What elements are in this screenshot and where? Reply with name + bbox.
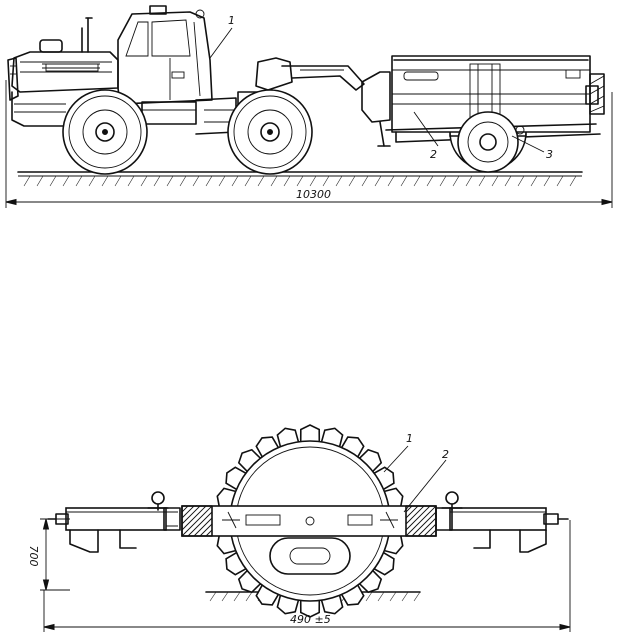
- height-dimension-label: 700: [27, 546, 40, 567]
- ground-hatch-stroke: [23, 175, 31, 187]
- side-arm-left: [47, 491, 181, 553]
- ground-hatch-stroke: [413, 175, 421, 187]
- ground-hatch-stroke: [556, 175, 564, 187]
- ground-hatch-stroke: [49, 175, 57, 187]
- width-dimension: [43, 520, 571, 632]
- frame-beam: [181, 505, 437, 537]
- ground-hatch-stroke: [245, 591, 253, 602]
- ground-hatch-stroke: [361, 175, 369, 187]
- ground-hatch-stroke: [426, 175, 434, 187]
- hatch-stroke: [205, 529, 213, 537]
- hatch-stroke: [405, 505, 437, 537]
- ground-hatch-stroke: [348, 175, 356, 187]
- ground-hatch-stroke: [153, 175, 161, 187]
- overall-length-dimension: [5, 80, 613, 208]
- callout-label-1: 1: [228, 14, 235, 27]
- ground-hatch-stroke: [244, 175, 252, 187]
- hatch-stroke: [187, 511, 213, 537]
- hatch-stroke: [199, 523, 213, 537]
- hatch-stroke: [423, 523, 437, 537]
- tractor-rear-wheel: [227, 89, 313, 175]
- hatch-stroke: [181, 505, 201, 525]
- ground-hatch-stroke: [62, 175, 70, 187]
- ground-hatch-stroke: [221, 591, 229, 602]
- callout-leaders-bottom: [383, 445, 447, 513]
- height-dimension: [40, 518, 70, 591]
- ground-hatch-stroke: [439, 175, 447, 187]
- ground-hatch-stroke: [517, 175, 525, 187]
- hatch-stroke: [181, 505, 207, 531]
- ground-hatch-stroke: [389, 591, 397, 602]
- hatch-stroke: [193, 517, 213, 537]
- ground-hatch-stroke: [387, 175, 395, 187]
- hatch-stroke: [405, 505, 413, 513]
- ground-hatch-stroke: [335, 175, 343, 187]
- tractor: [7, 5, 365, 135]
- hatch-stroke: [405, 505, 431, 531]
- ground-hatch-stroke: [88, 175, 96, 187]
- ground-hatch-stroke: [233, 591, 241, 602]
- ground-hatch-stroke: [127, 175, 135, 187]
- ground-hatch-stroke: [218, 175, 226, 187]
- ground-hatch-stroke: [257, 175, 265, 187]
- tractor-trailer-side-view: 1 2 3 10300: [5, 5, 613, 208]
- ground-hatch-stroke: [296, 175, 304, 187]
- hatch-stroke: [405, 505, 419, 519]
- ground-hatch-stroke: [192, 175, 200, 187]
- ground-hatch-stroke: [569, 175, 577, 187]
- ground-hatch-stroke: [374, 175, 382, 187]
- hatch-stroke: [181, 505, 195, 519]
- ground-hatch-stroke: [401, 591, 409, 602]
- hatch-stroke: [181, 505, 213, 537]
- ground-hatch-stroke: [530, 175, 538, 187]
- ground-hatch-stroke: [283, 175, 291, 187]
- callout-label-3: 3: [546, 148, 553, 161]
- roller-front-view: 1 2 700 490 ±5: [27, 424, 571, 632]
- ground-hatch-stroke: [377, 591, 385, 602]
- tractor-front-wheel: [62, 89, 148, 175]
- hatch-stroke: [429, 529, 437, 537]
- trailer-wheel: [449, 111, 527, 173]
- callout-label-1-bottom: 1: [406, 432, 413, 445]
- ground-hatch-stroke: [101, 175, 109, 187]
- ground-hatch-stroke: [270, 175, 278, 187]
- ground-hatch-stroke: [452, 175, 460, 187]
- ground-hatch-stroke: [465, 175, 473, 187]
- ground-hatch-stroke: [504, 175, 512, 187]
- ground-hatch-stroke: [478, 175, 486, 187]
- ground-hatch-stroke: [400, 175, 408, 187]
- width-dimension-label: 490 ±5: [290, 613, 331, 626]
- ground-hatch-stroke: [140, 175, 148, 187]
- ground-hatch-stroke: [309, 175, 317, 187]
- overall-length-label: 10300: [296, 188, 331, 201]
- ground-hatch-stroke: [166, 175, 174, 187]
- hatch-stroke: [411, 511, 437, 537]
- callout-label-2: 2: [430, 148, 437, 161]
- ground-hatch-stroke: [543, 175, 551, 187]
- ground-hatch-stroke: [322, 175, 330, 187]
- ground-hatch-stroke: [209, 591, 217, 602]
- ground-hatch-stroke: [114, 175, 122, 187]
- hatch-stroke: [405, 505, 425, 525]
- hatch-stroke: [417, 517, 437, 537]
- hatch-stroke: [181, 505, 189, 513]
- ground-hatch-stroke: [75, 175, 83, 187]
- ground-hatch-stroke: [36, 175, 44, 187]
- ground-hatch-stroke: [491, 175, 499, 187]
- ground-hatch-stroke: [413, 591, 421, 602]
- callout-label-2-bottom: 2: [442, 448, 449, 461]
- ground-hatch-stroke: [231, 175, 239, 187]
- ground-hatch-stroke: [365, 591, 373, 602]
- side-arm-right: [435, 491, 569, 553]
- callout-leaders-top: [209, 27, 545, 153]
- ground-hatch-stroke: [179, 175, 187, 187]
- ground-hatch-stroke: [205, 175, 213, 187]
